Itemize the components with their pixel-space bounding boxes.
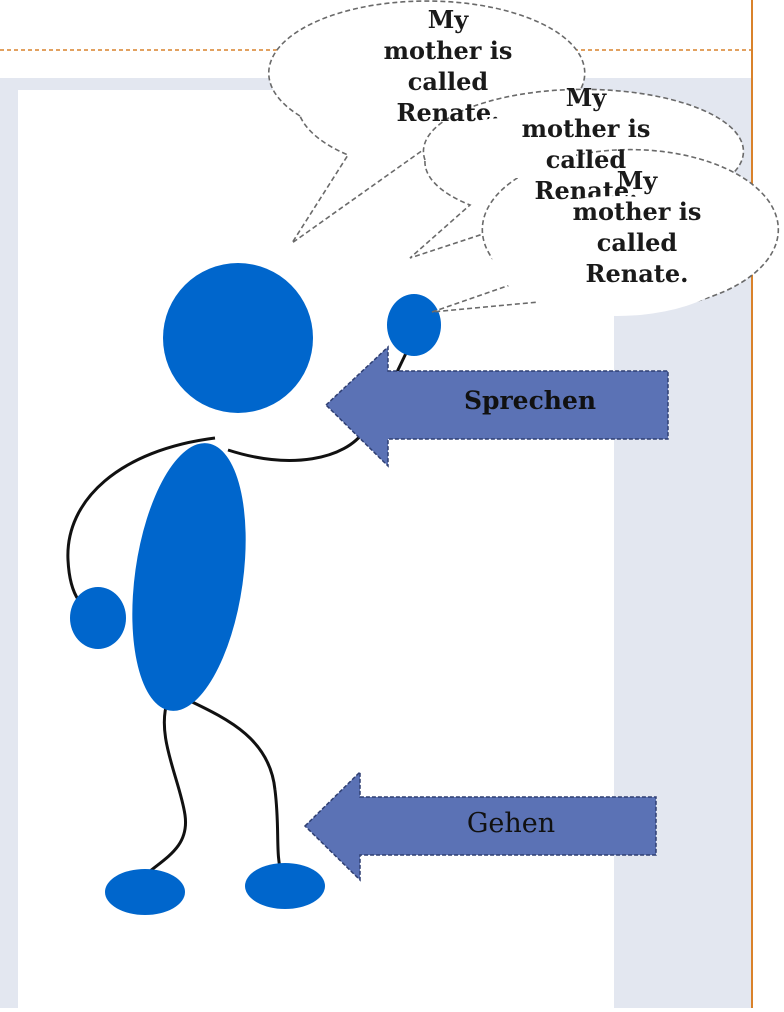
head	[163, 263, 313, 413]
arrow-gehen	[303, 770, 657, 882]
left-foot	[105, 869, 185, 915]
bubble-3-cover	[492, 196, 742, 316]
left-hand	[70, 587, 126, 649]
stick-figure	[66, 263, 441, 915]
right-foot	[245, 863, 325, 909]
bubble-3-line-4: Renate.	[585, 259, 689, 288]
bubble-3-line-1: My	[616, 166, 658, 195]
speech-bubble-3-text: My mother is called Renate.	[557, 165, 717, 289]
bubble-3-line-2: mother is	[572, 197, 702, 226]
bubble-1-line-3: called	[407, 67, 489, 96]
bubble-2-line-2: mother is	[521, 114, 651, 143]
speech-bubble-2-text: My mother is called Renate.	[506, 82, 666, 206]
bubble-2-line-3: called	[545, 145, 627, 174]
bubble-2-cover	[436, 118, 576, 178]
bubble-1-line-1: My	[427, 5, 469, 34]
bubble-3-line-3: called	[596, 228, 678, 257]
bubble-2-line-1: My	[565, 83, 607, 112]
bubble-1-line-2: mother is	[383, 36, 513, 65]
torso	[132, 443, 246, 711]
right-hand	[387, 294, 441, 356]
arrow-gehen-label: Gehen	[466, 808, 556, 839]
arrow-sprechen	[324, 345, 669, 468]
right-leg-line	[187, 698, 284, 876]
arrow-sprechen-label: Sprechen	[463, 386, 597, 415]
left-leg-line	[138, 699, 187, 882]
speech-bubble-1-text: My mother is called Renate.	[368, 4, 528, 128]
